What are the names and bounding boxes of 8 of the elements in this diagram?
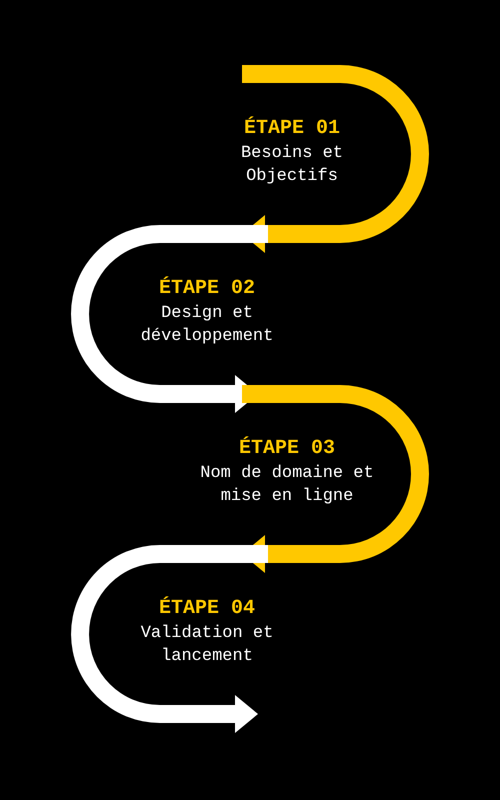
step-description: Design et développement (140, 303, 274, 348)
step-heading: ÉTAPE 02 (158, 276, 255, 302)
step-description: Validation et lancement (140, 623, 274, 668)
step-description: Nom de domaine et mise en ligne (199, 463, 375, 508)
step-heading: ÉTAPE 03 (238, 436, 335, 462)
step-heading: ÉTAPE 01 (244, 116, 340, 142)
step-heading: ÉTAPE 04 (158, 596, 255, 622)
step-description: Besoins et Objectifs (240, 143, 344, 188)
